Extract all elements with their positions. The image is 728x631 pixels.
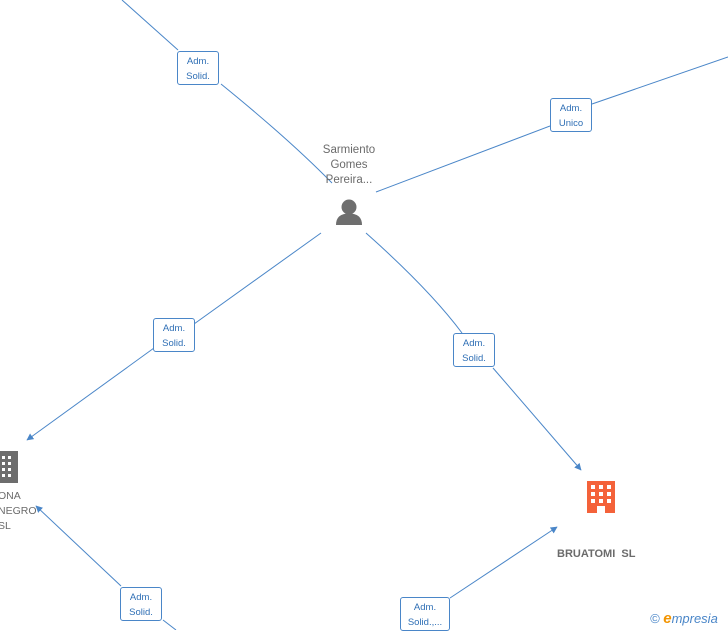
edge-label-role: Unico	[558, 118, 584, 129]
edge-left-lower	[26, 347, 155, 441]
company-name-line: NEGRO	[0, 505, 37, 517]
edge-label-role: Adm.	[413, 602, 437, 613]
company-name-line: ONA	[0, 490, 21, 502]
edge-right-upper	[365, 232, 463, 334]
edge-label-role: Adm.	[129, 592, 153, 603]
person-name-line: Pereira...	[325, 174, 373, 186]
building-icon-bruatomi[interactable]	[587, 481, 615, 513]
edge-label-role: Adm.	[162, 323, 186, 334]
edge-label-role: Adm.	[186, 56, 210, 67]
edge-bottom-right	[449, 526, 558, 599]
edge-right-lower	[492, 367, 582, 471]
edge-label-top-left[interactable]: Adm. Solid.	[177, 51, 219, 85]
edge-label-bottom-right[interactable]: Adm. Solid.,...	[400, 597, 450, 631]
person-name-line: Gomes	[330, 159, 368, 171]
empresia-logo-initial: e	[663, 610, 672, 627]
copyright-icon: ©	[650, 611, 660, 626]
edge-top-left	[121, 0, 179, 51]
edge-top-left-lower	[220, 83, 333, 184]
edge-bottom-left	[35, 505, 122, 587]
company-name-line: SL	[0, 520, 11, 532]
edge-label-bottom-left[interactable]: Adm. Solid.	[120, 587, 162, 621]
edge-label-role: Solid.,...	[407, 617, 443, 628]
edge-label-left[interactable]: Adm. Solid.	[153, 318, 195, 352]
edge-left-upper	[193, 232, 322, 325]
person-name[interactable]: Sarmiento Gomes Pereira...	[304, 143, 394, 188]
edge-bottom-left-tail	[162, 619, 177, 630]
empresia-logo-text: mpresia	[671, 611, 718, 626]
edge-label-role: Adm.	[559, 103, 583, 114]
edge-label-role: Adm.	[462, 338, 486, 349]
empresia-watermark: © empresia	[650, 610, 718, 627]
edge-label-top-right[interactable]: Adm. Unico	[550, 98, 592, 132]
building-icon-left-company[interactable]	[0, 451, 18, 483]
person-icon[interactable]	[336, 199, 362, 226]
edge-label-role: Solid.	[162, 338, 186, 349]
edge-label-right[interactable]: Adm. Solid.	[453, 333, 495, 367]
edge-label-role: Solid.	[129, 607, 153, 618]
edge-top-right	[591, 56, 728, 105]
company-name-left[interactable]: ONA NEGRO SL	[0, 489, 37, 534]
edge-label-role: Solid.	[462, 353, 486, 364]
company-name-line: BRUATOMI SL	[557, 548, 636, 560]
company-name-bruatomi[interactable]: BRUATOMI SL	[557, 517, 635, 577]
edge-top-right-lower	[375, 125, 551, 193]
edge-label-role: Solid.	[186, 71, 210, 82]
person-name-line: Sarmiento	[322, 144, 376, 156]
